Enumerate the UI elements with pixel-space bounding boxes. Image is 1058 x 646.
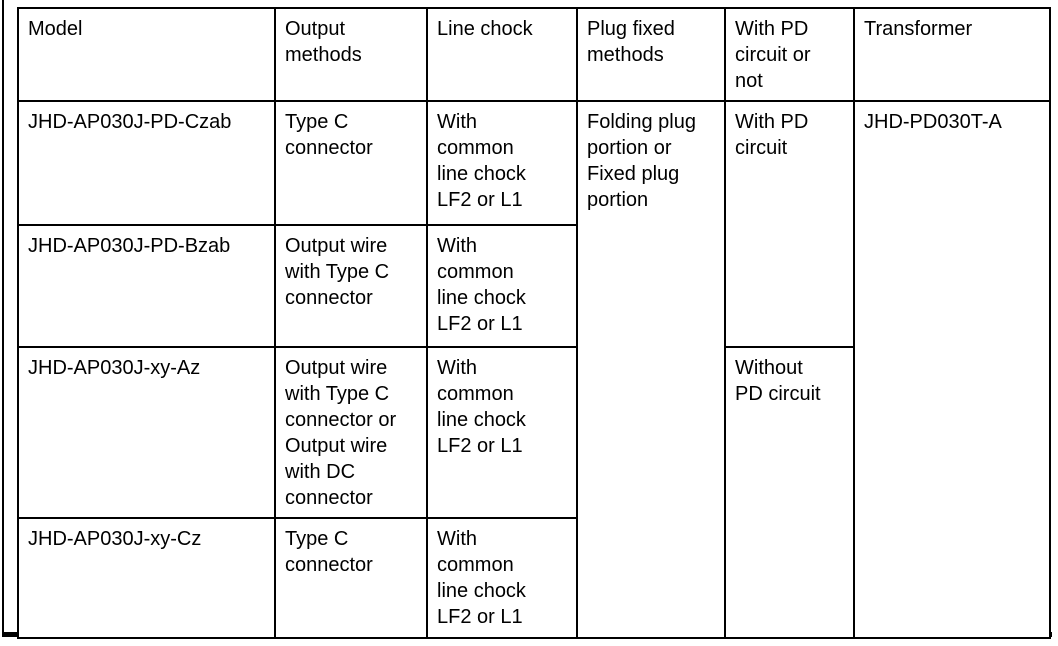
header-transformer-label: Transformer <box>864 18 973 40</box>
header-output-methods-label: Output methods <box>285 18 362 66</box>
cell-without-pd-circuit: Without PD circuit <box>724 346 855 639</box>
model-value: JHD-AP030J-PD-Bzab <box>28 235 231 257</box>
without-pd-circuit-value: Without PD circuit <box>735 357 821 405</box>
output-method-value: Type C connector <box>285 111 373 159</box>
header-plug-fixed-methods: Plug fixed methods <box>576 7 726 102</box>
header-pd-circuit-label: With PD circuit or not <box>735 18 811 92</box>
page-frame-left-rule <box>2 0 4 634</box>
cell-output-method-4: Type C connector <box>274 517 428 639</box>
transformer-model-value: JHD-PD030T-A <box>864 111 1002 133</box>
line-chock-value: With common line chock LF2 or L1 <box>437 528 526 628</box>
cell-line-chock-3: With common line chock LF2 or L1 <box>426 346 578 519</box>
header-plug-fixed-methods-label: Plug fixed methods <box>587 18 675 66</box>
model-value: JHD-AP030J-xy-Az <box>28 357 201 379</box>
cell-line-chock-1: With common line chock LF2 or L1 <box>426 100 578 226</box>
header-line-chock-label: Line chock <box>437 18 533 40</box>
header-model: Model <box>17 7 276 102</box>
table-row: JHD-AP030J-PD-Bzab Output wire with Type… <box>17 224 1050 348</box>
header-row: Model Output methods Line chock Plug fix… <box>17 7 1051 102</box>
output-method-value: Output wire with Type C connector or Out… <box>285 357 397 509</box>
cell-line-chock-2: With common line chock LF2 or L1 <box>426 224 578 348</box>
model-value: JHD-AP030J-xy-Cz <box>28 528 202 550</box>
table-row: JHD-AP030J-PD-Czab Type C connector With… <box>17 100 1051 639</box>
header-line-chock: Line chock <box>426 7 578 102</box>
cell-output-method-3: Output wire with Type C connector or Out… <box>274 346 428 519</box>
plug-fixed-methods-value: Folding plug portion or Fixed plug porti… <box>587 111 696 211</box>
output-method-value: Type C connector <box>285 528 373 576</box>
cell-plug-fixed-methods: Folding plug portion or Fixed plug porti… <box>576 100 726 639</box>
with-pd-circuit-value: With PD circuit <box>735 111 809 159</box>
cell-output-method-1: Type C connector <box>274 100 428 226</box>
line-chock-value: With common line chock LF2 or L1 <box>437 111 526 211</box>
header-model-label: Model <box>28 18 83 40</box>
cell-model-4: JHD-AP030J-xy-Cz <box>17 517 276 639</box>
table-row: JHD-AP030J-xy-Cz Type C connector With c… <box>17 517 1050 639</box>
cell-model-1: JHD-AP030J-PD-Czab <box>17 100 276 226</box>
cell-output-method-2: Output wire with Type C connector <box>274 224 428 348</box>
header-output-methods: Output methods <box>274 7 428 102</box>
table-row: JHD-AP030J-xy-Az Output wire with Type C… <box>17 346 1050 639</box>
cell-model-3: JHD-AP030J-xy-Az <box>17 346 276 519</box>
cell-transformer-model: JHD-PD030T-A <box>853 100 1051 639</box>
cell-with-pd-circuit: With PD circuit <box>724 100 855 348</box>
line-chock-value: With common line chock LF2 or L1 <box>437 235 526 335</box>
cell-line-chock-4: With common line chock LF2 or L1 <box>426 517 578 639</box>
header-pd-circuit: With PD circuit or not <box>724 7 855 102</box>
model-value: JHD-AP030J-PD-Czab <box>28 111 232 133</box>
spec-table: Model Output methods Line chock Plug fix… <box>17 7 1051 639</box>
cell-model-2: JHD-AP030J-PD-Bzab <box>17 224 276 348</box>
line-chock-value: With common line chock LF2 or L1 <box>437 357 526 457</box>
output-method-value: Output wire with Type C connector <box>285 235 390 309</box>
header-transformer: Transformer <box>853 7 1051 102</box>
